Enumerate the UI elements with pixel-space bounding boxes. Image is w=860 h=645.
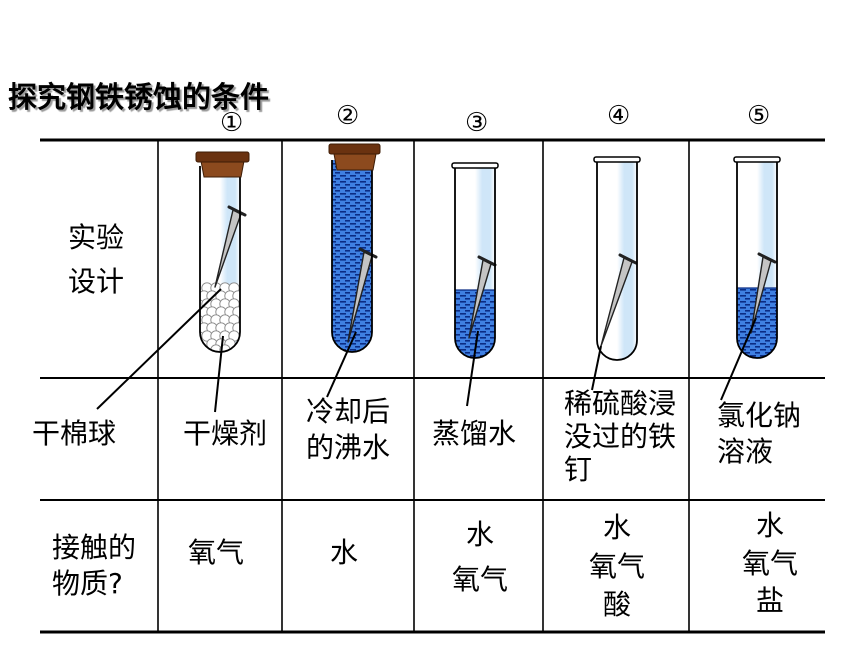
contact-item: 水 [602,511,631,544]
stopper-rim [195,151,250,163]
row-label-line: 实验 [68,221,125,254]
contact-item: 氧气 [188,536,245,569]
tube-outline [596,160,638,361]
table-grid [40,138,825,634]
tube-lip [451,162,499,169]
tube-number-4: ④ [607,101,631,131]
test-tube-1 [195,151,250,353]
tube-number-5: ⑤ [747,101,771,131]
stopper-rim [328,143,381,155]
contact-tube1: 氧气 [188,535,244,571]
label-tube5: 氯化钠 溶液 [717,398,801,470]
nail-head [757,252,777,264]
contact-item: 氧气 [741,546,798,580]
label-line: 冷却后 [306,395,391,428]
label-line: 稀硫酸浸 [564,387,677,420]
contact-item: 氧气 [588,549,645,583]
tube-glass [597,160,637,360]
pointer-line-tube2 [326,331,357,398]
contact-item: 酸 [602,588,631,621]
tube-lip [733,156,781,163]
label-line: 没过的铁 [564,420,677,453]
label-desiccant: 干燥剂 [183,417,268,450]
test-tube-4 [593,156,641,361]
rubber-stopper [195,151,250,178]
contact-item: 水 [330,536,359,569]
pointer-line-cotton [96,288,222,410]
tube-number-2: ② [336,101,360,131]
contact-tube2: 水 [330,535,358,571]
contact-tube3: 水 氧气 [430,512,530,602]
label-line: 的沸水 [306,431,391,464]
pointer-line-tube5 [720,317,757,401]
rubber-stopper [328,143,381,171]
label-line: 氯化钠 [717,399,802,432]
nail-head [477,255,497,267]
label-line: 溶液 [717,435,774,468]
tube-number-3: ③ [465,108,489,138]
nail-head [227,205,247,217]
row-label-contact: 接触的 物质? [52,530,136,602]
label-tube2: 冷却后 的沸水 [306,394,390,466]
tube-number-1: ① [220,108,244,138]
nail-head [358,247,378,259]
pointer-line-tube4 [591,345,602,391]
row-label-line: 设计 [68,265,125,298]
tube-outline [199,166,241,353]
contact-item: 氧气 [451,563,508,596]
nail-head [618,253,638,265]
contact-tube5: 水 氧气 盐 [720,507,820,620]
test-tube-5 [733,156,781,359]
page-title: 探究钢铁锈蚀的条件 [8,80,270,114]
label-tube3: 蒸馏水 [432,417,517,450]
label-cotton: 干棉球 [32,417,117,450]
label-line: 钉 [564,453,593,486]
tube-lip [593,156,641,163]
contact-item: 水 [755,509,784,542]
pointer-line-desiccant [214,335,224,413]
label-tube4: 稀硫酸浸 没过的铁 钉 [564,387,676,486]
row-label-line: 接触的 [52,531,137,564]
row-label-design: 实验 设计 [68,216,124,304]
row-label-line: 物质? [52,567,123,600]
contact-tube4: 水 氧气 酸 [567,509,667,625]
contact-item: 盐 [755,584,784,617]
test-tube-2 [328,143,381,353]
pointer-line-tube3 [466,330,479,407]
contact-item: 水 [465,518,494,551]
pointer-lines [96,288,757,413]
tube-outline [331,160,373,353]
tube-outline [736,160,778,359]
test-tube-3 [451,162,499,359]
stopper-body [200,160,245,178]
stopper-body [333,153,377,171]
